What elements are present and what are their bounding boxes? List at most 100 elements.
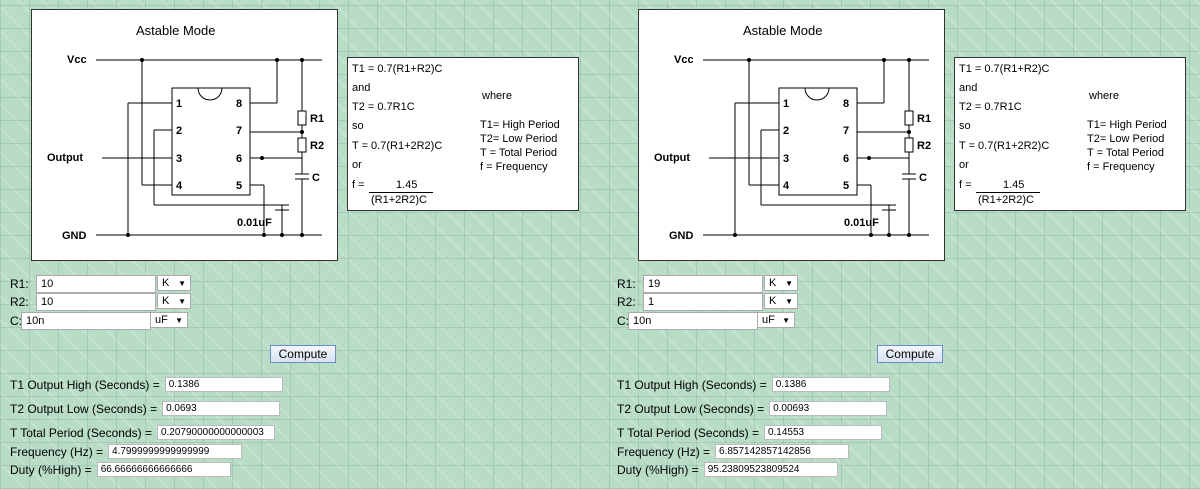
frequency-output-label: Frequency (Hz) = bbox=[617, 444, 711, 459]
formula-numerator: 1.45 bbox=[1003, 179, 1025, 191]
formula-or: or bbox=[352, 159, 362, 171]
gnd-label: GND bbox=[669, 230, 694, 242]
compute-button[interactable]: Compute bbox=[270, 345, 336, 363]
r2-unit-value: K bbox=[769, 295, 777, 307]
t2-output-label: T2 Output Low (Seconds) = bbox=[617, 401, 765, 416]
formula-f: f = bbox=[352, 179, 365, 191]
output-label: Output bbox=[654, 152, 690, 164]
compute-button[interactable]: Compute bbox=[877, 345, 943, 363]
frequency-output-field[interactable]: 4.7999999999999999 bbox=[108, 444, 243, 459]
formula-t1: T1 = 0.7(R1+R2)C bbox=[959, 63, 1050, 75]
pin-5: 5 bbox=[236, 180, 242, 192]
fraction-bar bbox=[976, 192, 1040, 193]
c-unit-value: uF bbox=[762, 314, 775, 326]
t1-output-row: T1 Output High (Seconds) = 0.1386 bbox=[617, 377, 890, 392]
t1-output-row: T1 Output High (Seconds) = 0.1386 bbox=[10, 377, 283, 392]
r1-input[interactable] bbox=[643, 275, 763, 293]
r2-unit-select[interactable]: K▼ bbox=[764, 293, 798, 309]
circuit-diagram: Astable Mode Vcc Output GND bbox=[31, 9, 338, 261]
formula-t2: T2 = 0.7R1C bbox=[959, 101, 1022, 113]
legend-t2: T2= Low Period bbox=[1087, 133, 1165, 145]
c-input[interactable] bbox=[21, 312, 151, 330]
duty-output-label: Duty (%High) = bbox=[617, 462, 699, 477]
t1-output-field[interactable]: 0.1386 bbox=[771, 377, 890, 392]
formula-t1: T1 = 0.7(R1+R2)C bbox=[352, 63, 443, 75]
duty-output-row: Duty (%High) = 95.23809523809524 bbox=[617, 462, 838, 477]
formula-denominator: (R1+2R2)C bbox=[371, 194, 427, 206]
chevron-down-icon: ▼ bbox=[785, 278, 793, 288]
legend-f: f = Frequency bbox=[1087, 161, 1155, 173]
r1-unit-select[interactable]: K▼ bbox=[764, 275, 798, 291]
duty-output-field[interactable]: 66.66666666666666 bbox=[96, 462, 231, 477]
chevron-down-icon: ▼ bbox=[178, 296, 186, 306]
c-unit-value: uF bbox=[155, 314, 168, 326]
c-unit-select[interactable]: uF ▼ bbox=[150, 312, 188, 328]
diagram-title: Astable Mode bbox=[743, 23, 823, 38]
t2-output-label: T2 Output Low (Seconds) = bbox=[10, 401, 158, 416]
legend-t1: T1= High Period bbox=[1087, 119, 1167, 131]
pin-6: 6 bbox=[843, 153, 849, 165]
t-output-field[interactable]: 0.20790000000000003 bbox=[156, 425, 275, 440]
chevron-down-icon: ▼ bbox=[178, 278, 186, 288]
formula-and: and bbox=[959, 82, 978, 94]
c-input[interactable] bbox=[628, 312, 758, 330]
r1-unit-select[interactable]: K▼ bbox=[157, 275, 191, 291]
formula-where: where bbox=[482, 90, 512, 102]
cap-label: 0.01uF bbox=[237, 217, 272, 229]
fraction-bar bbox=[369, 192, 433, 193]
chevron-down-icon: ▼ bbox=[175, 315, 183, 325]
r2-input-label: R2: bbox=[10, 295, 29, 309]
c-row: C: bbox=[617, 312, 758, 330]
r1-label: R1 bbox=[917, 113, 931, 125]
pin-4: 4 bbox=[176, 180, 183, 192]
pin-4: 4 bbox=[783, 180, 790, 192]
duty-output-row: Duty (%High) = 66.66666666666666 bbox=[10, 462, 231, 477]
r1-row: R1: bbox=[10, 275, 156, 293]
diagram-title: Astable Mode bbox=[136, 23, 216, 38]
vcc-label: Vcc bbox=[67, 54, 87, 66]
c-label: C bbox=[312, 172, 320, 184]
r1-row: R1: bbox=[617, 275, 763, 293]
r1-input-label: R1: bbox=[10, 277, 29, 291]
duty-output-field[interactable]: 95.23809523809524 bbox=[703, 462, 838, 477]
formula-t: T = 0.7(R1+2R2)C bbox=[352, 140, 443, 152]
formula-box: T1 = 0.7(R1+R2)C and T2 = 0.7R1C so T = … bbox=[954, 57, 1186, 211]
r1-input[interactable] bbox=[36, 275, 156, 293]
r2-input[interactable] bbox=[643, 293, 763, 311]
c-input-label: C: bbox=[10, 314, 22, 328]
t2-output-field[interactable]: 0.00693 bbox=[769, 401, 888, 416]
chevron-down-icon: ▼ bbox=[782, 315, 790, 325]
pin-7: 7 bbox=[236, 125, 242, 137]
vcc-label: Vcc bbox=[674, 54, 694, 66]
chevron-down-icon: ▼ bbox=[785, 296, 793, 306]
r2-label: R2 bbox=[917, 140, 931, 152]
formula-denominator: (R1+2R2)C bbox=[978, 194, 1034, 206]
r1-label: R1 bbox=[310, 113, 324, 125]
formula-so: so bbox=[959, 120, 971, 132]
c-input-label: C: bbox=[617, 314, 629, 328]
calculator-panel-right: Astable Mode Vcc Output GND bbox=[607, 0, 1200, 489]
r2-unit-select[interactable]: K▼ bbox=[157, 293, 191, 309]
t1-output-field[interactable]: 0.1386 bbox=[164, 377, 283, 392]
t-output-field[interactable]: 0.14553 bbox=[763, 425, 882, 440]
legend-t: T = Total Period bbox=[1087, 147, 1164, 159]
pin-8: 8 bbox=[236, 98, 242, 110]
frequency-output-row: Frequency (Hz) = 6.857142857142856 bbox=[617, 444, 850, 459]
circuit-diagram: Astable Mode Vcc Output GND bbox=[638, 9, 945, 261]
t-output-label: T Total Period (Seconds) = bbox=[10, 425, 152, 440]
formula-numerator: 1.45 bbox=[396, 179, 418, 191]
r2-input[interactable] bbox=[36, 293, 156, 311]
formula-f: f = bbox=[959, 179, 972, 191]
c-unit-select[interactable]: uF ▼ bbox=[757, 312, 795, 328]
frequency-output-label: Frequency (Hz) = bbox=[10, 444, 104, 459]
t2-output-field[interactable]: 0.0693 bbox=[162, 401, 281, 416]
r1-unit-value: K bbox=[769, 277, 777, 289]
duty-output-label: Duty (%High) = bbox=[10, 462, 92, 477]
r2-row: R2: bbox=[10, 293, 156, 311]
pin-1: 1 bbox=[176, 98, 182, 110]
pin-8: 8 bbox=[843, 98, 849, 110]
frequency-output-row: Frequency (Hz) = 4.7999999999999999 bbox=[10, 444, 243, 459]
frequency-output-field[interactable]: 6.857142857142856 bbox=[715, 444, 850, 459]
legend-t2: T2= Low Period bbox=[480, 133, 558, 145]
legend-t: T = Total Period bbox=[480, 147, 557, 159]
